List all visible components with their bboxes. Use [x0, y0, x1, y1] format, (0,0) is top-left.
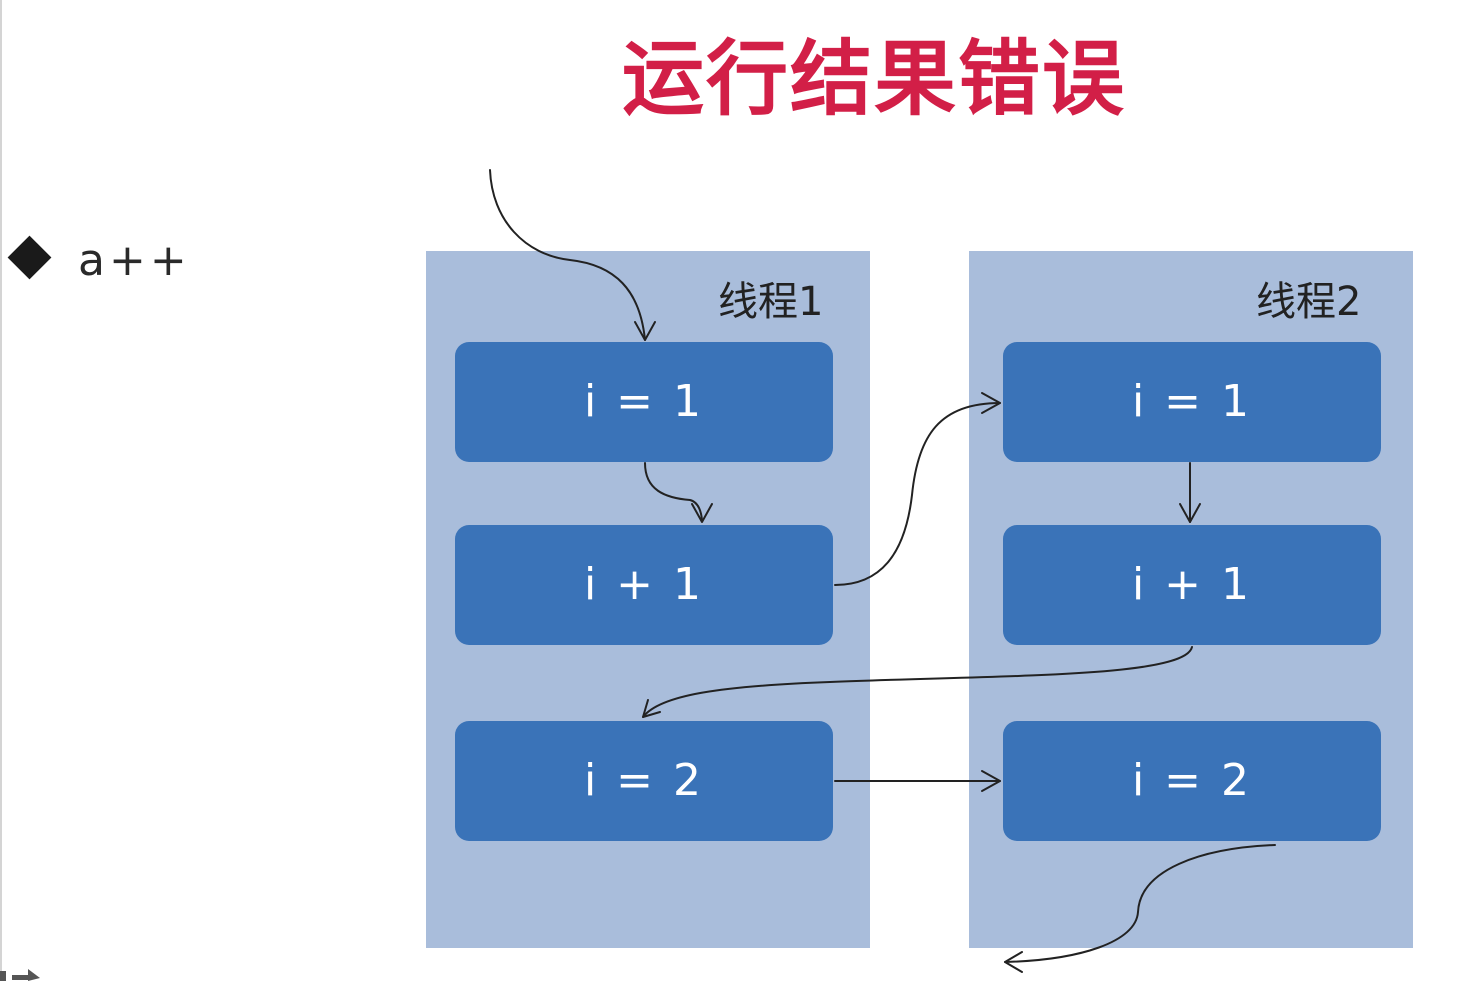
thread-1-step-add: i + 1 — [455, 525, 833, 645]
bullet-text: a++ — [78, 235, 191, 286]
arrow-thread-1-read-to-add — [644, 462, 713, 523]
arrow-thread-2-add-to-thread-1-write — [642, 646, 1193, 718]
thread-1-step-write: i = 2 — [455, 721, 833, 841]
arrow-thread-2-read-to-add — [1179, 462, 1201, 523]
arrow-thread-1-write-to-thread-2-write — [834, 770, 1001, 792]
thread-2-step-write: i = 2 — [1003, 721, 1381, 841]
slide-left-edge — [0, 0, 2, 981]
thread-2-label: 线程2 — [1256, 279, 1362, 325]
thread-1-label: 线程1 — [718, 279, 824, 325]
slide-title: 运行结果错误 — [622, 32, 1127, 127]
thread-2-step-read: i = 1 — [1003, 342, 1381, 462]
thread-1-step-read: i = 1 — [455, 342, 833, 462]
corner-arrow-icon — [0, 969, 40, 981]
thread-2-step-add: i + 1 — [1003, 525, 1381, 645]
arrow-start-to-thread-1 — [489, 169, 656, 341]
arrow-thread-2-write-exit — [1004, 844, 1276, 973]
arrow-thread-1-add-to-thread-2-read — [834, 392, 1001, 586]
